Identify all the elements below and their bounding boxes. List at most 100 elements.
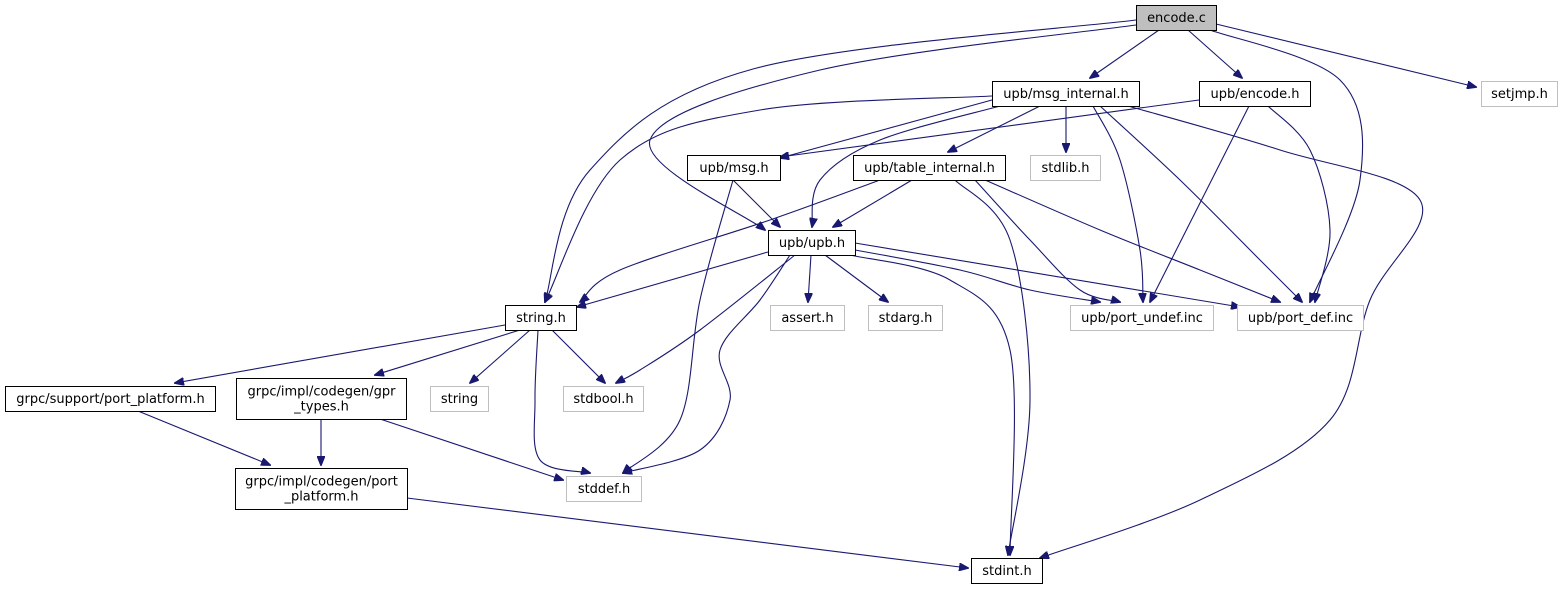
node-label: setjmp.h bbox=[1491, 87, 1548, 102]
edge-table-internal-h-to-upb-h bbox=[833, 179, 913, 227]
node-label: _platform.h bbox=[283, 490, 358, 505]
node-stdbool-h: stdbool.h bbox=[563, 386, 644, 412]
node-box bbox=[505, 305, 577, 331]
node-port-def-inc: upb/port_def.inc bbox=[1237, 305, 1364, 331]
node-table-internal-h[interactable]: upb/table_internal.h bbox=[853, 155, 1006, 181]
node-box bbox=[1136, 5, 1217, 31]
node-label: grpc/impl/codegen/gpr bbox=[248, 385, 397, 400]
edge-upb-h-to-stdint-h bbox=[849, 254, 1015, 555]
edge-encode-c-to-string-h bbox=[545, 19, 1137, 302]
edge-encode-h-to-port-def-inc bbox=[1267, 105, 1331, 302]
node-label: string.h bbox=[516, 311, 566, 326]
node-label: upb/port_undef.inc bbox=[1081, 311, 1203, 326]
edge-msg-internal-h-to-port-def-inc bbox=[1099, 105, 1302, 302]
node-label: _types.h bbox=[293, 400, 349, 415]
node-label: stdint.h bbox=[982, 564, 1031, 579]
node-label: upb/port_def.inc bbox=[1248, 311, 1353, 326]
edge-msg-h-to-stddef-h bbox=[623, 179, 734, 473]
nodes-layer: encode.c upb/msg_internal.h upb/encode.h se… bbox=[5, 5, 1558, 584]
edge-msg-internal-h-to-string-h bbox=[545, 95, 993, 302]
edge-table-internal-h-to-string-h bbox=[580, 179, 881, 302]
node-box bbox=[1070, 305, 1214, 331]
edge-grpc-support-port-platform-h-to-codegen-port-platform-h bbox=[137, 410, 270, 465]
edge-msg-internal-h-to-table-internal-h bbox=[948, 105, 1041, 152]
node-label: upb/msg.h bbox=[699, 161, 768, 176]
node-label: upb/table_internal.h bbox=[864, 161, 995, 176]
node-box bbox=[768, 230, 856, 256]
node-label: upb/msg_internal.h bbox=[1003, 87, 1129, 102]
node-label: grpc/impl/codegen/port bbox=[245, 475, 398, 490]
node-label: stdarg.h bbox=[879, 311, 933, 326]
edge-codegen-port-platform-h-to-stdint-h bbox=[406, 497, 968, 568]
edge-encode-c-to-setjmp-h bbox=[1215, 23, 1476, 87]
edge-upb-h-to-stdbool-h bbox=[616, 254, 796, 383]
node-grpc-support-port-platform-h[interactable]: grpc/support/port_platform.h bbox=[5, 386, 216, 412]
edge-encode-c-to-encode-h bbox=[1187, 29, 1242, 78]
edge-upb-h-to-assert-h bbox=[808, 254, 811, 302]
node-box bbox=[235, 468, 408, 510]
node-gpr-types-h[interactable]: grpc/impl/codegen/gpr_types.h bbox=[236, 378, 407, 420]
edge-string-h-to-gpr-types-h bbox=[375, 329, 521, 375]
edge-msg-internal-h-to-upb-h bbox=[812, 105, 1001, 227]
node-label: upb/upb.h bbox=[779, 236, 845, 251]
node-box bbox=[5, 386, 216, 412]
edge-encode-c-to-port-def-inc bbox=[1209, 29, 1364, 302]
edge-msg-internal-h-to-port-undef-inc bbox=[1092, 105, 1143, 302]
node-box bbox=[1199, 81, 1311, 107]
node-box bbox=[1030, 155, 1101, 181]
node-box bbox=[1481, 81, 1558, 107]
node-encode-c[interactable]: encode.c bbox=[1136, 5, 1217, 31]
node-upb-h[interactable]: upb/upb.h bbox=[768, 230, 856, 256]
node-label: upb/encode.h bbox=[1210, 87, 1299, 102]
edge-encode-c-to-upb-h bbox=[649, 24, 1137, 230]
node-box bbox=[868, 305, 943, 331]
node-box bbox=[430, 386, 489, 412]
edge-table-internal-h-to-port-def-inc bbox=[984, 179, 1280, 302]
node-encode-h[interactable]: upb/encode.h bbox=[1199, 81, 1311, 107]
edge-upb-h-to-string-h bbox=[577, 251, 769, 307]
node-box bbox=[687, 155, 781, 181]
edge-encode-h-to-port-undef-inc bbox=[1150, 105, 1250, 302]
edge-upb-h-to-port-def-inc bbox=[854, 242, 1240, 307]
node-box bbox=[770, 305, 845, 331]
node-assert-h: assert.h bbox=[770, 305, 845, 331]
node-box bbox=[971, 558, 1043, 584]
node-stddef-h: stddef.h bbox=[566, 476, 642, 502]
edge-string-h-to-grpc-support-port-platform-h bbox=[175, 324, 506, 383]
node-msg-h[interactable]: upb/msg.h bbox=[687, 155, 781, 181]
node-stdint-h[interactable]: stdint.h bbox=[971, 558, 1043, 584]
node-codegen-port-platform-h[interactable]: grpc/impl/codegen/port_platform.h bbox=[235, 468, 408, 510]
node-label: grpc/support/port_platform.h bbox=[16, 392, 204, 407]
edge-table-internal-h-to-stdint-h bbox=[954, 179, 1031, 555]
node-label: stdbool.h bbox=[573, 392, 633, 407]
node-stdarg-h: stdarg.h bbox=[868, 305, 943, 331]
node-label: stdlib.h bbox=[1042, 161, 1090, 176]
node-box bbox=[853, 155, 1006, 181]
edge-upb-h-to-stdarg-h bbox=[824, 254, 888, 302]
edge-string-h-to-string bbox=[470, 329, 531, 383]
node-msg-internal-h[interactable]: upb/msg_internal.h bbox=[992, 81, 1140, 107]
edge-msg-internal-h-to-msg-h bbox=[780, 99, 993, 158]
node-label: string bbox=[441, 392, 478, 407]
node-string-h[interactable]: string.h bbox=[505, 305, 577, 331]
node-label: stddef.h bbox=[578, 482, 630, 497]
edge-string-h-to-stddef-h bbox=[533, 329, 590, 473]
node-label: encode.c bbox=[1147, 11, 1206, 26]
edges-layer bbox=[137, 19, 1476, 568]
edge-encode-h-to-msg-h bbox=[780, 99, 1200, 157]
node-string: string bbox=[430, 386, 489, 412]
node-box bbox=[236, 378, 407, 420]
node-box bbox=[566, 476, 642, 502]
edge-msg-h-to-upb-h bbox=[732, 179, 780, 227]
node-stdlib-h: stdlib.h bbox=[1030, 155, 1101, 181]
edge-string-h-to-stdbool-h bbox=[551, 329, 605, 383]
node-port-undef-inc: upb/port_undef.inc bbox=[1070, 305, 1214, 331]
edge-upb-h-to-port-undef-inc bbox=[854, 249, 1100, 302]
node-label: assert.h bbox=[781, 311, 833, 326]
edge-encode-c-to-msg-internal-h bbox=[1090, 29, 1160, 78]
node-box bbox=[1237, 305, 1364, 331]
edge-msg-internal-h-to-stdint-h bbox=[1040, 105, 1424, 558]
node-box bbox=[563, 386, 644, 412]
edge-upb-h-to-stddef-h bbox=[623, 254, 791, 473]
